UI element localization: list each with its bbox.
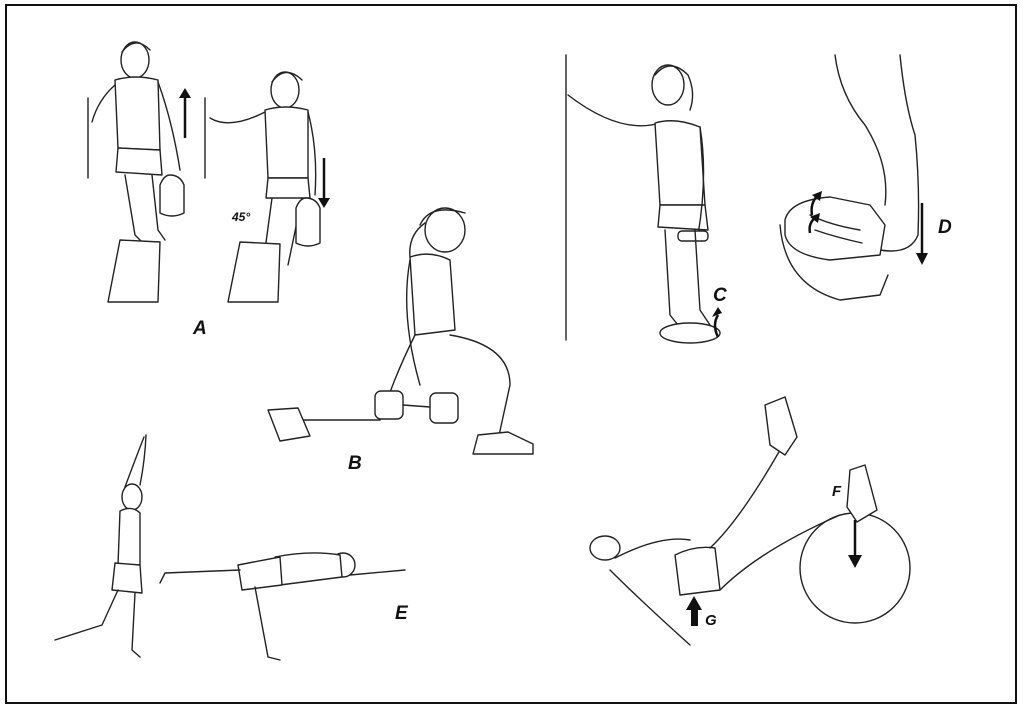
step-down-illustration xyxy=(87,41,330,303)
panel-c: C xyxy=(560,54,740,355)
panel-d: D xyxy=(770,54,980,315)
panel-label-a: A xyxy=(193,318,207,339)
figure-frame xyxy=(5,4,1017,704)
bridge-on-ball-illustration xyxy=(589,396,911,646)
angle-annotation: 45° xyxy=(232,210,251,224)
lunge-illustration xyxy=(267,207,534,455)
panel-b: B xyxy=(260,195,550,480)
single-leg-reach-illustration xyxy=(54,434,406,661)
panel-a: 45° A xyxy=(80,30,360,350)
panel-label-c: C xyxy=(713,285,727,306)
panel-label-g: G xyxy=(705,612,717,629)
panel-label-d: D xyxy=(938,217,952,238)
panel-f-g: F G xyxy=(580,390,920,670)
panel-e: E xyxy=(40,425,440,670)
panel-label-b: B xyxy=(348,453,362,474)
panel-label-e: E xyxy=(395,603,408,624)
foot-on-disc-closeup xyxy=(779,54,928,301)
panel-label-f: F xyxy=(832,483,842,500)
balance-disc-stance-illustration xyxy=(565,54,722,344)
